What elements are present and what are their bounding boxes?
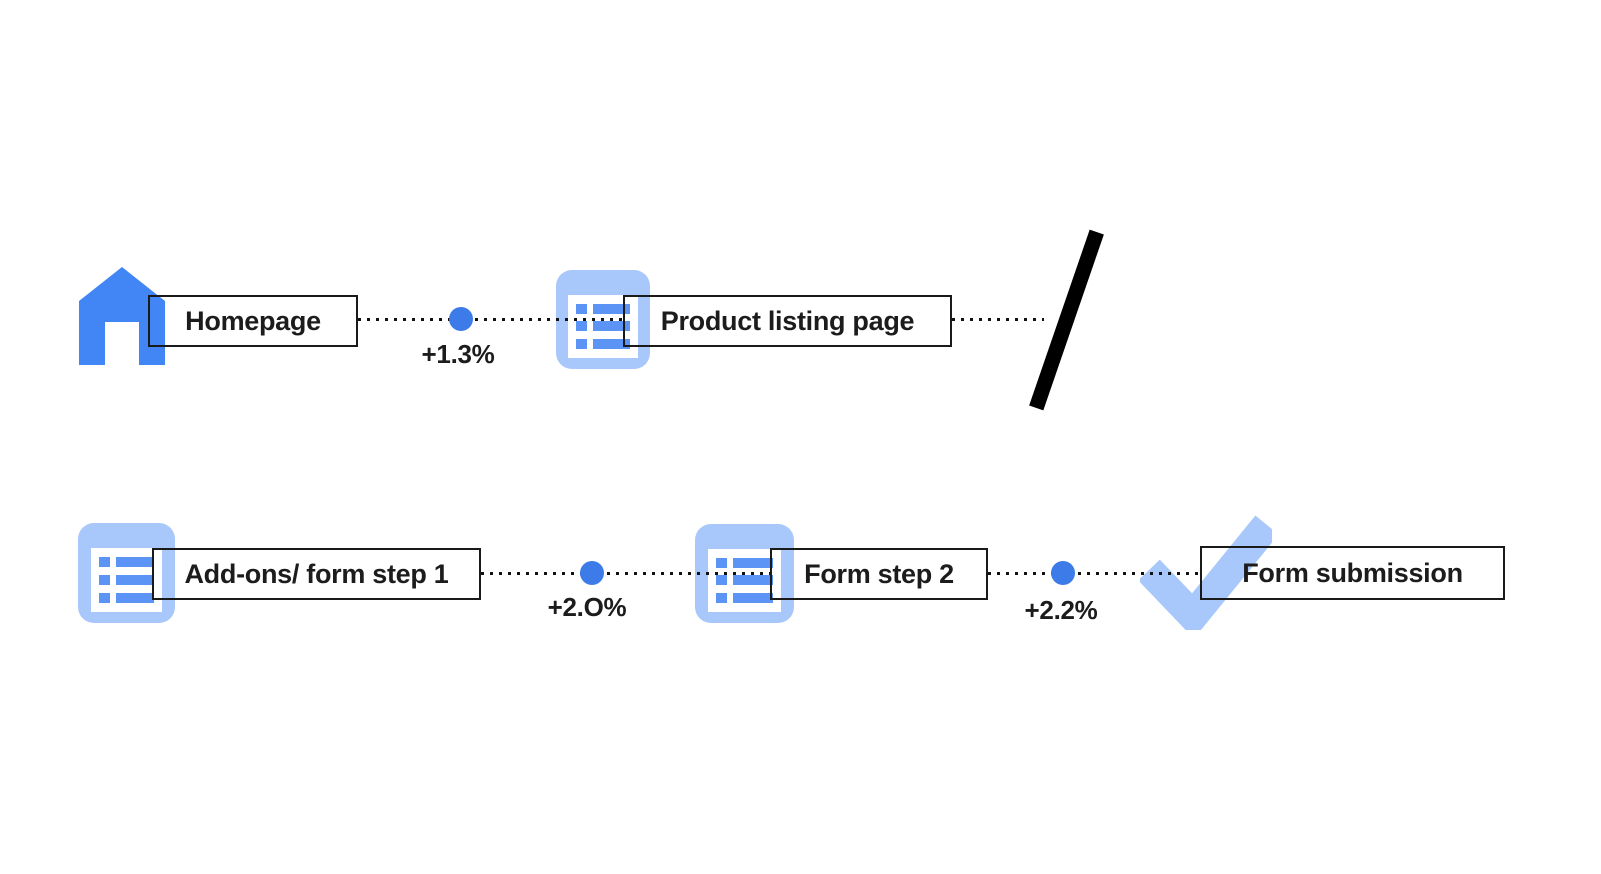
connector-line (952, 318, 1044, 321)
step-label-text: Add-ons/ form step 1 (184, 558, 449, 589)
home-icon (79, 267, 165, 365)
transition-delta-label: +2.O% (547, 592, 627, 622)
step-label-addons-form-step-1: Add-ons/ form step 1 (152, 548, 481, 600)
list-icon (78, 523, 175, 623)
transition-delta-label: +2.2% (1024, 595, 1098, 625)
step-label-text: Form step 2 (804, 558, 954, 589)
step-label-homepage: Homepage (148, 295, 358, 347)
transition-delta-label: +1.3% (421, 339, 495, 369)
connector-line (481, 572, 770, 575)
transition-dot (449, 307, 473, 331)
list-icon-panel (90, 548, 163, 612)
step-label-form-step-2: Form step 2 (770, 548, 988, 600)
list-icon-panel (568, 294, 638, 359)
step-label-form-submission: Form submission (1200, 546, 1505, 600)
step-label-text: Product listing page (660, 305, 915, 336)
transition-dot (1051, 561, 1075, 585)
step-label-text: Homepage (185, 305, 321, 336)
connector-line (358, 318, 623, 321)
check-icon (1140, 515, 1272, 630)
connector-line (988, 572, 1200, 575)
step-label-text: Form submission (1242, 557, 1463, 588)
transition-dot (580, 561, 604, 585)
step-label-product-listing: Product listing page (623, 295, 952, 347)
list-icon-panel (707, 548, 782, 613)
